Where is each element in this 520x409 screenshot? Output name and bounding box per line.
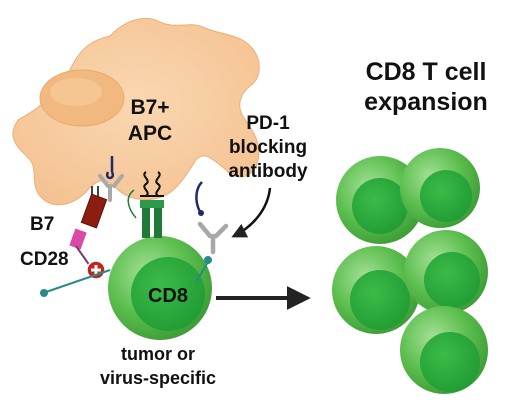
cd8-nucleus [131,257,205,331]
b7-label: B7 [30,214,54,235]
antibody-left-icon [98,174,124,202]
tcr-mhc-complex [127,171,164,238]
expanded-cell [332,246,420,334]
pd1-receptor-right [195,256,212,283]
expanded-t-cell-cluster [332,148,488,394]
cd8-t-cell [108,236,212,340]
apc-membrane [12,18,260,206]
b7-ligand [80,186,108,229]
apc-cell [12,18,260,206]
peptide-mhc [143,171,161,197]
tumor-label-line1: tumor or [121,344,195,364]
pdl1-left [105,156,115,180]
pd1-antibody-label-line3: antibody [228,161,308,182]
cd28-block [69,228,87,250]
tumor-label-line2: virus-specific [100,368,216,388]
tcr-left-chain [142,206,150,238]
apc-label-line1: B7+ [130,96,169,119]
expansion-title-line1: CD8 T cell [366,58,487,86]
pdl1-right [195,181,204,216]
b7-block [80,193,108,229]
pd1-antibody-label-line1: PD-1 [246,113,290,134]
cd28-receptor [69,228,91,267]
expansion-title-line2: expansion [364,88,488,116]
expanded-cell [400,148,480,228]
plus-icon [86,260,106,280]
apc-label-line2: APC [128,122,172,145]
expanded-cell [400,306,488,394]
antibody-pointer-arrow [231,187,272,238]
pd1-antibody-label-line2: blocking [229,137,307,158]
cd28-label: CD28 [20,249,69,270]
tcr-right-chain [154,206,162,238]
blocking-antibody-icon [197,221,229,255]
cd8-label: CD8 [148,285,188,307]
expanded-cell [404,230,488,314]
pd1-receptor-left [40,269,111,297]
